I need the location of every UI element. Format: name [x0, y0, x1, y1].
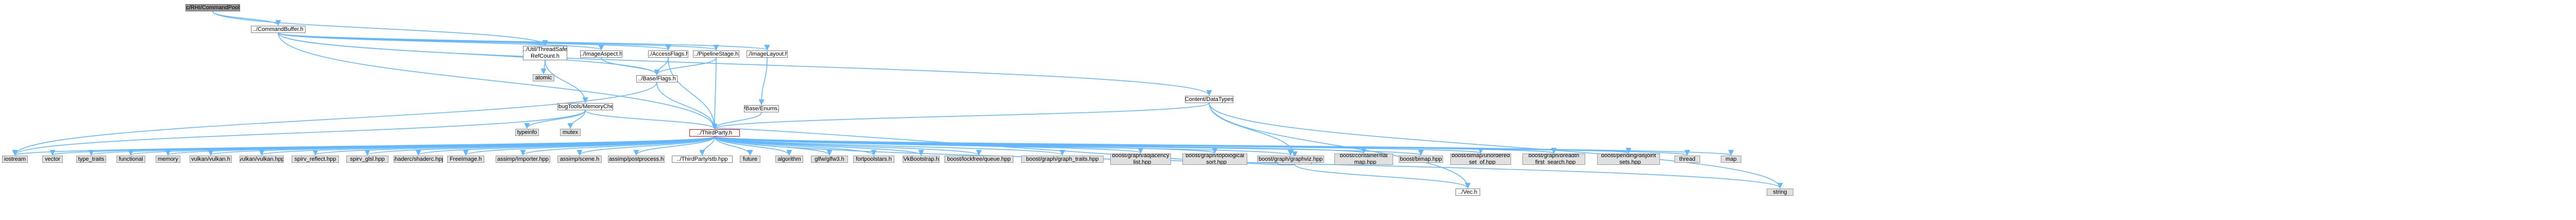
node-boost-topological-sort: boost/graph/topological _sort.hpp — [1182, 154, 1247, 165]
edge-multithread-to-debugtools — [545, 60, 588, 104]
edge-commandbuffer-to-contenttypes — [278, 32, 1212, 96]
node-map: map — [1721, 156, 1741, 163]
node-root-commandpool[interactable]: src/RHI/CommandPool.h — [185, 4, 240, 11]
node-boost-flat-map: boost/container/flat _map.hpp — [1334, 154, 1393, 165]
edge-thirdparty-to-string — [714, 136, 1783, 189]
edge-thirdparty-to-graphtraits — [714, 136, 1065, 156]
node-pipelinestage[interactable]: ../PipelineStage.h — [693, 50, 739, 58]
node-boost-breadth-first-search: boost/graph/breadth _first_search.hpp — [1522, 154, 1585, 165]
edge-matrix-to-vec — [1294, 164, 1471, 189]
node-vulkan-h: vulkan/vulkan.h — [190, 156, 232, 163]
node-string: string — [1767, 189, 1793, 196]
node-boost-unordered-set-of: boost/bimap/unordered _set_of.hpp — [1450, 154, 1511, 165]
node-boost-graph-traits: boost/graph/graph_traits.hpp — [1021, 156, 1104, 163]
node-type-traits: type_traits — [76, 156, 106, 163]
node-memorycheck[interactable]: ../DebugTools/MemoryCheck.h — [557, 103, 613, 110]
node-content-datatypes[interactable]: ../Content/DataTypes.h — [1185, 96, 1233, 103]
edge-thirdparty-to-vkbootstrap — [714, 136, 924, 156]
edge-baseflags-to-thirdparty — [656, 82, 718, 130]
edge-thirdparty-to-thirdpartystb — [699, 136, 715, 156]
edge-thirdparty-to-graphviz — [714, 136, 1293, 156]
node-atomic: atomic — [533, 74, 554, 81]
node-spirv-glsl: spirv_glsl.hpp — [346, 156, 388, 163]
node-vector: vector — [42, 156, 63, 163]
edge-commandbuffer-to-baseflags — [278, 32, 660, 76]
edge-thirdparty-to-assimpimporter — [520, 136, 715, 156]
node-boost-bimap: boost/bimap.hpp — [1399, 156, 1443, 163]
edge-debugtools-to-iostream — [12, 110, 586, 156]
node-assimp-scene: assimp/scene.h — [557, 156, 602, 163]
node-functional: functional — [116, 156, 145, 163]
node-boost-disjoint-sets: boost/pending/disjoint _sets.hpp — [1597, 154, 1660, 165]
node-algorithm: algorithm — [775, 156, 803, 163]
node-commandbuffer[interactable]: ../CommandBuffer.h — [251, 26, 306, 33]
node-thirdparty[interactable]: ../ThirdParty.h — [689, 129, 740, 137]
edge-imagelayout-to-baseenums — [758, 57, 768, 106]
edge-debugtools-to-mutex — [567, 110, 586, 129]
node-assimp-postprocess: assimp/postprocess.h — [608, 156, 665, 163]
node-boost-adjacency-list: boost/graph/adjacency _list.hpp — [1110, 154, 1171, 165]
edge-contenttypes-to-vec — [1209, 103, 1471, 189]
node-assimp-importer: assimp/Importer.hpp — [496, 156, 550, 163]
edge-baseflags-to-iostream — [12, 82, 657, 156]
edge-contenttypes-to-thirdparty — [711, 103, 1210, 130]
node-vulkan-hpp: vulkan/vulkan.hpp — [240, 156, 284, 163]
node-fortpoolstars: fortpoolstars.h — [853, 156, 894, 163]
edge-pipelinestage-to-thirdparty — [711, 57, 718, 130]
node-thread: thread — [1674, 156, 1700, 163]
node-spirv-reflect: spirv_reflect.hpp — [292, 156, 339, 163]
node-mutex: mutex — [560, 129, 581, 136]
edge-commandbuffer-to-thirdparty — [278, 32, 718, 130]
node-imageaspect[interactable]: ../ImageAspect.h — [580, 50, 622, 58]
edge-thirdparty-to-future — [714, 136, 753, 156]
edge-root-to-commandbuffer — [212, 11, 281, 26]
node-vec[interactable]: ../Vec.h — [1455, 189, 1480, 196]
node-boost-graphviz: boost/graph/graphviz.hpp — [1257, 156, 1324, 163]
node-future: future — [740, 156, 760, 163]
edge-thirdparty-to-lockfree — [714, 136, 982, 156]
node-glfw: glfw/glfw3.h — [811, 156, 848, 163]
edge-thirdparty-to-freeimage — [463, 136, 715, 156]
node-accessflags[interactable]: ../AccessFlags.h — [648, 50, 688, 58]
node-threadsafe-refcount[interactable]: ../Util/ThreadSafe RefCount.h — [523, 46, 567, 60]
node-shaderc: shaderc/shaderc.hpp — [394, 156, 443, 163]
edge-debugtools-to-typeinfo — [524, 110, 586, 129]
node-typeinfo: typeinfo — [515, 129, 539, 136]
node-memory: memory — [156, 156, 180, 163]
edge-accessflags-to-thirdparty — [668, 57, 718, 130]
edge-thirdparty-to-assimpscene — [577, 136, 715, 156]
node-base-enums[interactable]: ../Base/Enums.h — [744, 105, 779, 112]
edge-thirdparty-to-algorithm — [714, 136, 792, 156]
edge-contenttypes-to-string — [1209, 103, 1783, 189]
node-vkbootstrap: VkBootstrap.h — [903, 156, 940, 163]
edge-thirdparty-to-memory — [165, 136, 715, 156]
node-thirdparty-stb[interactable]: ../ThirdParty/stb.hpp — [672, 156, 733, 163]
node-iostream: iostream — [2, 156, 28, 163]
node-imagelayout[interactable]: ../ImageLayout.h — [747, 50, 788, 58]
edge-pipelinestage-to-baseflags — [654, 57, 717, 76]
edge-commandbuffer-to-imagelayout — [278, 32, 770, 51]
edge-root-to-multithread — [212, 11, 548, 46]
node-base-flags[interactable]: ../Base/Flags.h — [636, 75, 677, 82]
edge-thirdparty-to-assimppost — [633, 136, 715, 156]
edge-multithread-to-atomic — [540, 60, 547, 75]
edge-debugtools-to-thirdparty — [585, 110, 718, 130]
edge-thirdparty-to-map — [714, 136, 1734, 156]
edges — [12, 11, 1783, 189]
edge-thirdparty-to-bimap — [714, 136, 1423, 156]
node-freeimage: FreeImage.h — [447, 156, 484, 163]
node-boost-lockfree-queue: boost/lockfree/queue.hpp — [944, 156, 1013, 163]
